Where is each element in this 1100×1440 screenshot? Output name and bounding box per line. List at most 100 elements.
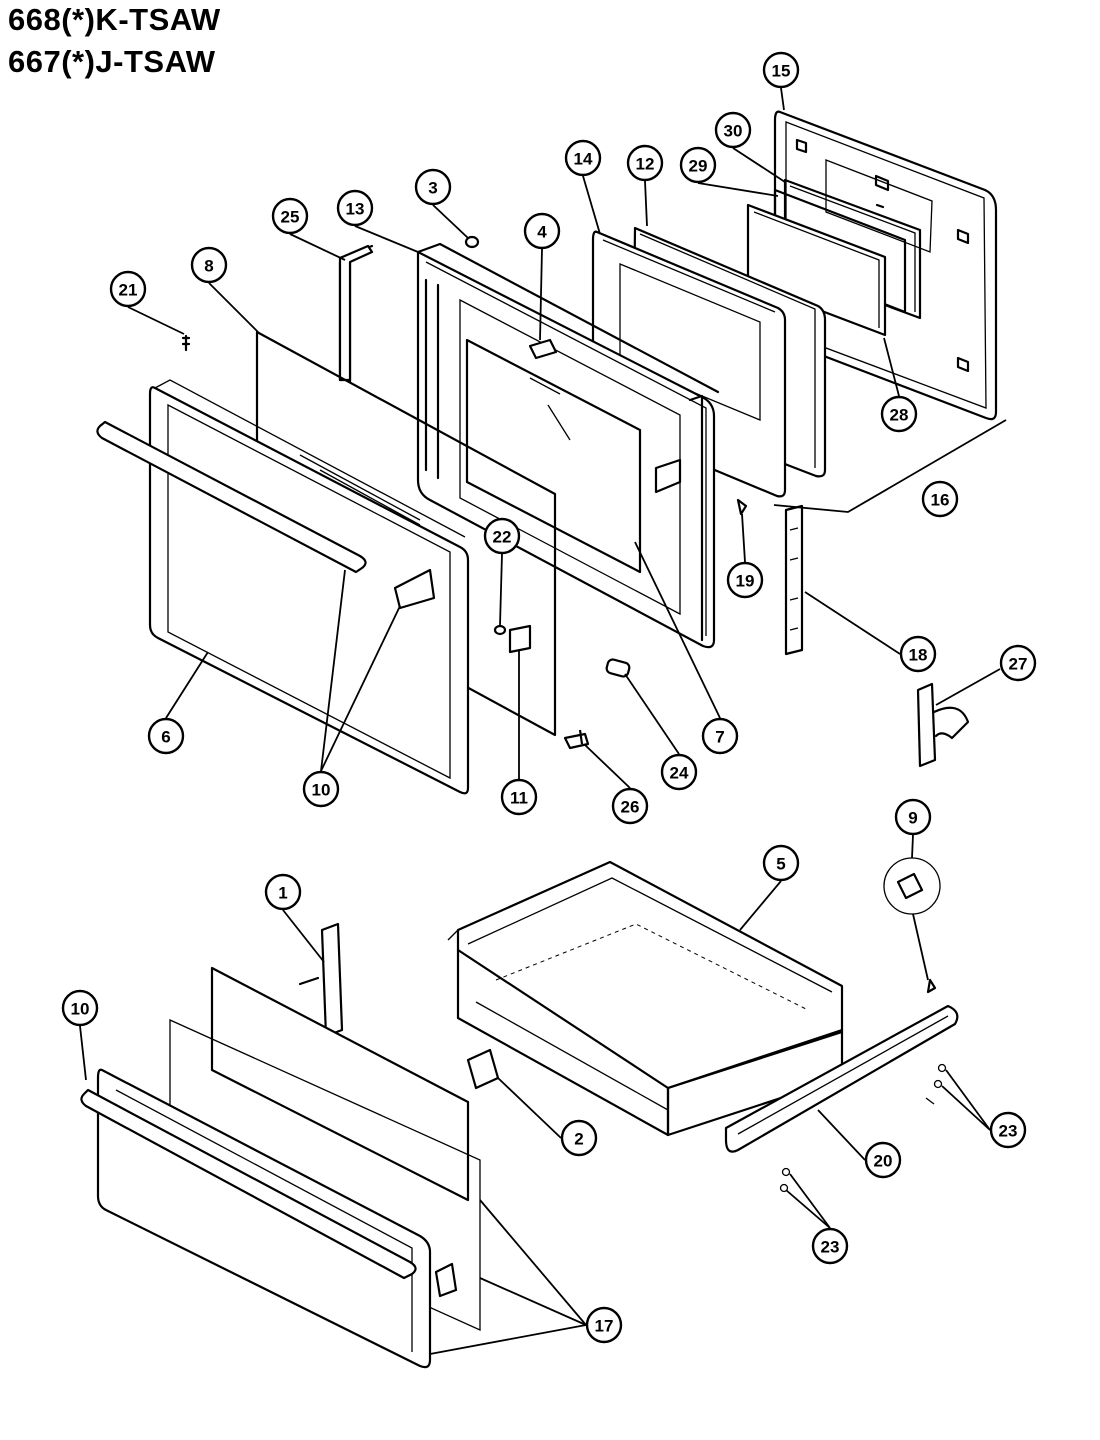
callout-9: 9 <box>894 798 932 836</box>
callout-circle <box>500 778 538 816</box>
callout-number: 14 <box>574 150 593 169</box>
part-11-label <box>508 624 532 654</box>
callout-19: 19 <box>726 561 764 599</box>
callout-21: 21 <box>109 270 147 308</box>
callout-27: 27 <box>999 644 1037 682</box>
callout-number: 19 <box>736 572 755 591</box>
part-20-drawer-slide <box>724 1004 959 1153</box>
part-27-door-hinge <box>916 682 970 768</box>
model-title-1: 668(*)K-TSAW <box>8 2 221 37</box>
callout-number: 21 <box>119 281 138 300</box>
callout-6: 6 <box>147 717 185 755</box>
callout-circle <box>880 395 918 433</box>
part-26-bracket <box>563 729 590 750</box>
callout-number: 4 <box>537 223 547 242</box>
callout-number: 16 <box>931 491 950 510</box>
callout-14: 14 <box>564 139 602 177</box>
callout-number: 9 <box>908 809 917 828</box>
callout-number: 11 <box>510 789 528 808</box>
callout-number: 23 <box>999 1122 1018 1141</box>
model-title-2: 667(*)J-TSAW <box>8 44 216 79</box>
callout-16: 16 <box>921 480 959 518</box>
part-22-screw <box>493 624 507 636</box>
callout-29: 29 <box>679 146 717 184</box>
callout-circle <box>714 111 752 149</box>
callout-10: 10 <box>302 770 340 808</box>
callout-number: 3 <box>428 179 437 198</box>
callout-2: 2 <box>560 1119 598 1157</box>
callout-circle <box>611 787 649 825</box>
callout-number: 23 <box>821 1238 840 1257</box>
callout-number: 15 <box>772 62 791 81</box>
callout-30: 30 <box>714 111 752 149</box>
callout-number: 22 <box>493 528 512 547</box>
part-16-bracket-line <box>773 419 1007 513</box>
part-23-screws <box>779 1063 947 1193</box>
callout-circle <box>999 644 1037 682</box>
callout-number: 18 <box>909 646 928 665</box>
leader-lines <box>79 87 1001 1355</box>
callout-circle <box>109 270 147 308</box>
callout-24: 24 <box>660 753 698 791</box>
callout-circle <box>811 1227 849 1265</box>
callout-circle <box>523 212 561 250</box>
callout-circle <box>585 1306 623 1344</box>
part-9-drawer-roller <box>883 857 941 994</box>
callout-3: 3 <box>414 168 452 206</box>
callout-number: 20 <box>874 1152 893 1171</box>
callout-23: 23 <box>811 1227 849 1265</box>
part-2-drawer-stop <box>466 1048 500 1090</box>
callout-18: 18 <box>899 635 937 673</box>
callout-5: 5 <box>762 844 800 882</box>
callout-circle <box>336 189 374 227</box>
callout-4: 4 <box>523 212 561 250</box>
callout-23: 23 <box>989 1111 1027 1149</box>
callout-number: 7 <box>715 728 724 747</box>
callout-circle <box>899 635 937 673</box>
callout-circle <box>626 144 664 182</box>
part-4-clip <box>528 338 558 360</box>
callout-circle <box>271 197 309 235</box>
callout-11: 11 <box>500 778 538 816</box>
part-5-drawer-body <box>447 860 844 1137</box>
callout-circle <box>894 798 932 836</box>
callout-number: 30 <box>724 122 743 141</box>
callout-number: 29 <box>689 157 708 176</box>
callout-number: 2 <box>574 1130 583 1149</box>
callout-circle <box>560 1119 598 1157</box>
part-25-door-gasket <box>338 244 374 384</box>
callout-number: 10 <box>71 1000 90 1019</box>
callout-28: 28 <box>880 395 918 433</box>
callout-10: 10 <box>61 989 99 1027</box>
callout-number: 6 <box>161 728 170 747</box>
part-21-screw <box>181 334 191 352</box>
callout-number: 5 <box>776 855 785 874</box>
part-28-inner-glass <box>746 203 887 337</box>
callout-7: 7 <box>701 717 739 755</box>
callout-1: 1 <box>264 873 302 911</box>
callout-number: 1 <box>278 884 287 903</box>
callout-circle <box>190 246 228 284</box>
callout-circle <box>660 753 698 791</box>
callout-15: 15 <box>762 51 800 89</box>
callout-number: 28 <box>890 406 909 425</box>
callout-circle <box>762 844 800 882</box>
callout-22: 22 <box>483 517 521 555</box>
callout-number: 17 <box>595 1317 614 1336</box>
callout-circle <box>679 146 717 184</box>
callout-circle <box>483 517 521 555</box>
part-1-drawer-bracket <box>298 922 344 1038</box>
callout-circle <box>302 770 340 808</box>
callout-number: 25 <box>281 208 300 227</box>
callout-circle <box>864 1141 902 1179</box>
part-18-hinge-channel <box>784 504 804 656</box>
part-13-door-inner-liner <box>416 242 720 649</box>
callout-circle <box>921 480 959 518</box>
part-10-door-handle-upper <box>96 420 436 610</box>
callout-number: 8 <box>204 257 213 276</box>
callout-circle <box>989 1111 1027 1149</box>
part-24-spacer <box>605 658 631 678</box>
callout-25: 25 <box>271 197 309 235</box>
